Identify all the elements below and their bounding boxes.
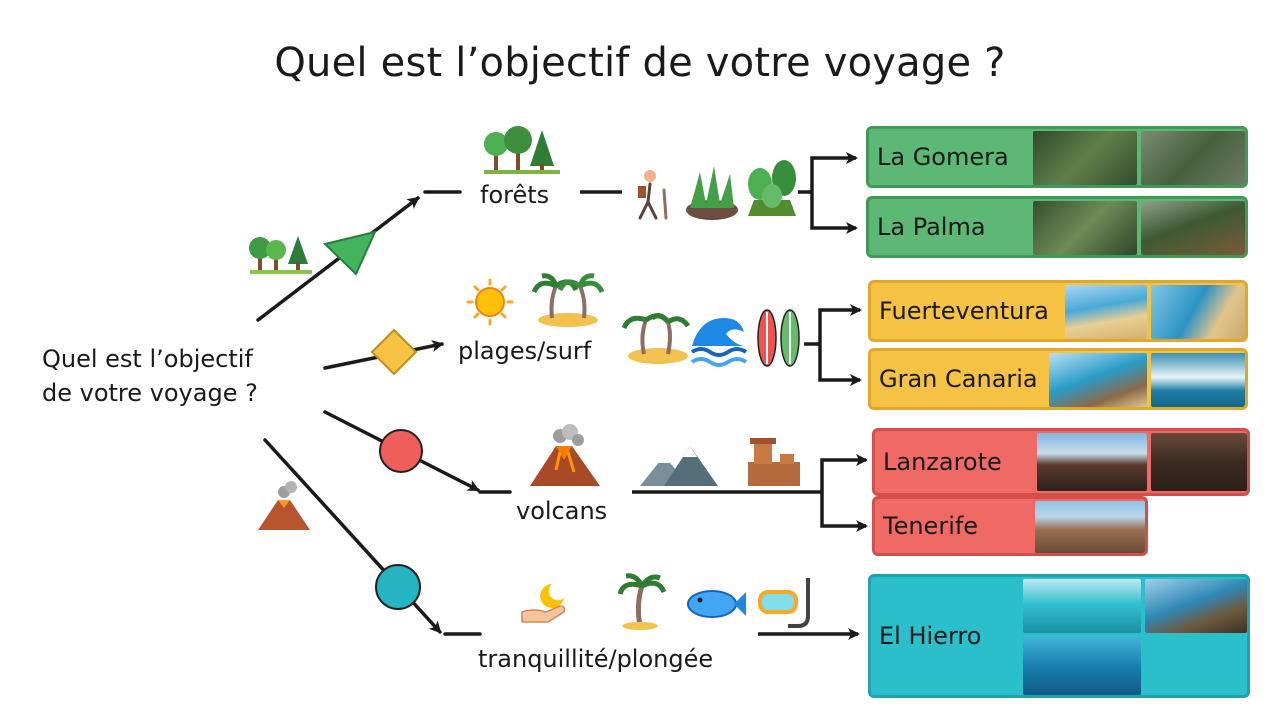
branch-label-forets: forêts	[480, 181, 550, 209]
forest-photo	[1141, 131, 1245, 185]
sea-photo	[1023, 579, 1141, 633]
snorkel-mask-icon	[758, 578, 810, 628]
destination-name: Fuerteventura	[879, 297, 1049, 325]
destination-card-el-hierro: El Hierro	[868, 574, 1250, 698]
destination-card-lanzarote: Lanzarote	[872, 428, 1250, 496]
branch-label-tranquillite: tranquillité/plongée	[478, 645, 714, 673]
cliff-photo	[1145, 579, 1247, 633]
forest-photo	[1033, 201, 1137, 255]
surf-photo	[1151, 353, 1245, 407]
wave-icon	[690, 318, 748, 367]
fish-icon	[687, 590, 746, 618]
destination-name: La Palma	[877, 213, 986, 241]
forest-photo	[1033, 131, 1137, 185]
circle-marker-icon-volcans	[379, 429, 423, 473]
destination-connectors	[798, 152, 868, 532]
volcanic-landscape-photo	[1037, 433, 1147, 491]
grass-icon	[686, 166, 738, 220]
moon-hand-icon	[521, 584, 566, 623]
palm-island-icon	[531, 273, 605, 327]
beach-photo	[1151, 285, 1245, 339]
plant-icon	[748, 160, 796, 216]
mountains-icon	[640, 446, 718, 486]
coast-photo	[1049, 353, 1147, 407]
destination-card-la-palma: La Palma	[866, 196, 1248, 258]
teide-photo	[1035, 501, 1145, 553]
volcano-icon-volcans	[530, 424, 600, 486]
branch-label-plages: plages/surf	[458, 337, 592, 365]
connector-forets	[256, 196, 420, 322]
divers-photo	[1023, 637, 1141, 695]
beach-photo	[1065, 285, 1147, 339]
destination-card-la-gomera: La Gomera	[866, 126, 1248, 188]
destination-name: Tenerife	[883, 512, 979, 540]
trees-icon-forets	[484, 126, 560, 174]
root-question: Quel est l’objectif de votre voyage ?	[42, 342, 258, 410]
destination-card-tenerife: Tenerife	[872, 496, 1148, 556]
root-question-line2: de votre voyage ?	[42, 379, 258, 407]
hikers-photo	[1141, 201, 1245, 255]
root-question-line1: Quel est l’objectif	[42, 345, 253, 373]
trees-icon	[249, 236, 312, 274]
diamond-marker-icon	[370, 328, 418, 376]
palm-tree-icon	[617, 573, 667, 630]
surfboards-icon	[757, 309, 800, 367]
destination-card-gran-canaria: Gran Canaria	[868, 348, 1248, 410]
signpost-photo	[1151, 433, 1247, 491]
destination-name: Gran Canaria	[879, 365, 1038, 393]
destination-name: Lanzarote	[883, 448, 1002, 476]
sun-icon	[466, 278, 514, 326]
destination-card-fuerteventura: Fuerteventura	[868, 280, 1248, 342]
volcano-icon	[258, 481, 310, 530]
hiker-icon	[638, 170, 668, 220]
destination-name: El Hierro	[879, 622, 982, 650]
circle-marker-icon-tranquillite	[375, 564, 421, 610]
palm-island-icon-row	[621, 313, 691, 364]
page-title: Quel est l’objectif de votre voyage ?	[274, 40, 1006, 86]
rock-formation-icon	[748, 438, 800, 486]
triangle-marker-icon	[322, 230, 377, 276]
branch-label-volcans: volcans	[516, 497, 608, 525]
destination-name: La Gomera	[877, 143, 1009, 171]
